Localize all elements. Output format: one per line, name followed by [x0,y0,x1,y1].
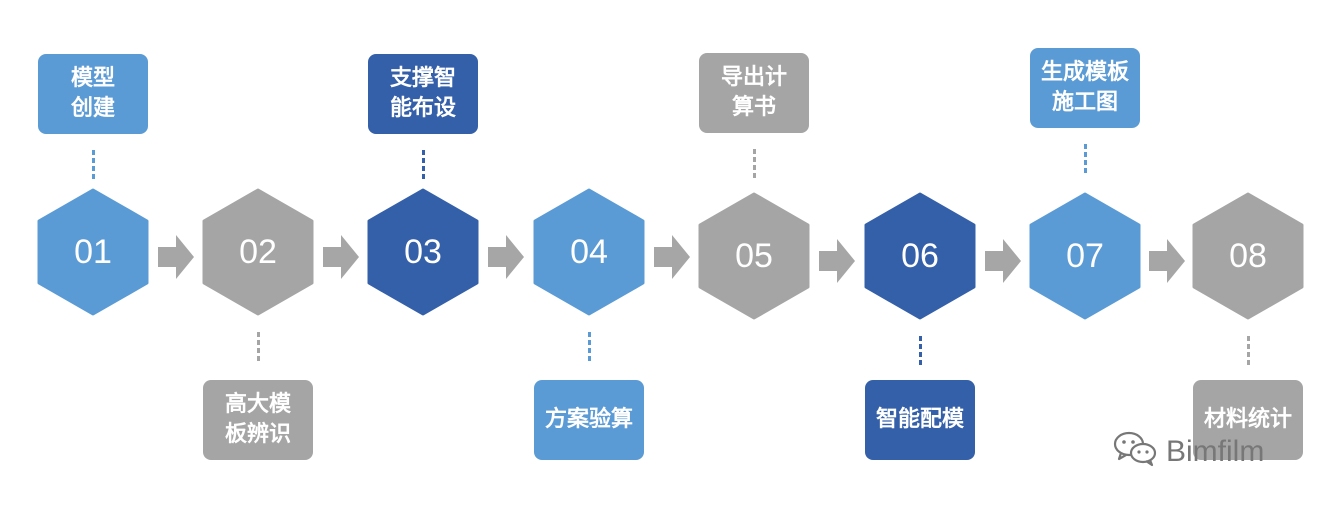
watermark-text: Bimfilm [1166,435,1265,468]
dotted-connector [1247,336,1251,368]
step-label-line: 算书 [731,95,776,120]
step-label-06: 智能配模 [865,380,975,460]
step-hexagon-07: 07 [1029,192,1141,320]
step-hexagon-04: 04 [533,188,645,316]
step-hexagon-01: 01 [37,188,149,316]
step-number: 02 [239,232,277,271]
step-label-02: 高大模板辨识 [203,380,313,460]
step-label-04: 方案验算 [534,380,644,460]
dotted-connector [753,149,757,181]
step-label-line: 模型 [70,66,115,91]
step-number: 06 [901,236,939,275]
step-number: 01 [74,232,112,271]
dotted-connector [1084,144,1088,176]
arrow-right-icon [819,239,855,283]
arrow-right-icon [322,235,359,279]
step-label-line: 智能配模 [875,407,964,432]
step-label-line: 创建 [70,96,115,121]
arrow-right-icon [157,235,194,279]
step-number: 05 [735,236,773,275]
dotted-connector [92,150,96,182]
step-label-08: 材料统计 [1193,380,1303,460]
wechat-icon [1112,428,1158,476]
step-label-line: 材料统计 [1203,407,1292,432]
step-label-line: 导出计 [720,65,787,90]
step-hexagon-03: 03 [367,188,479,316]
step-label-line: 板辨识 [224,422,291,447]
step-hexagon-02: 02 [202,188,314,316]
watermark: Bimfilm [1112,430,1264,474]
step-number: 04 [570,232,608,271]
dotted-connector [919,336,923,368]
step-label-line: 高大模 [224,392,291,417]
arrow-right-icon [653,235,690,279]
dotted-connector [257,332,261,364]
step-label-01: 模型创建 [38,54,148,134]
step-label-05: 导出计算书 [699,53,809,133]
step-label-line: 能布设 [389,96,456,121]
arrow-right-icon [1148,239,1185,283]
step-number: 03 [404,232,442,271]
step-number: 08 [1229,236,1267,275]
arrow-right-icon [488,235,524,279]
step-label-03: 支撑智能布设 [368,54,478,134]
step-number: 07 [1066,236,1104,275]
step-label-line: 支撑智 [389,66,456,91]
step-label-07: 生成模板施工图 [1030,48,1140,128]
step-label-line: 施工图 [1051,90,1118,115]
step-label-line: 方案验算 [544,407,633,432]
step-hexagon-05: 05 [698,192,810,320]
arrow-right-icon [984,239,1021,283]
dotted-connector [422,150,426,182]
step-hexagon-08: 08 [1192,192,1304,320]
dotted-connector [588,332,592,364]
step-label-line: 生成模板 [1040,60,1129,85]
step-hexagon-06: 06 [864,192,976,320]
